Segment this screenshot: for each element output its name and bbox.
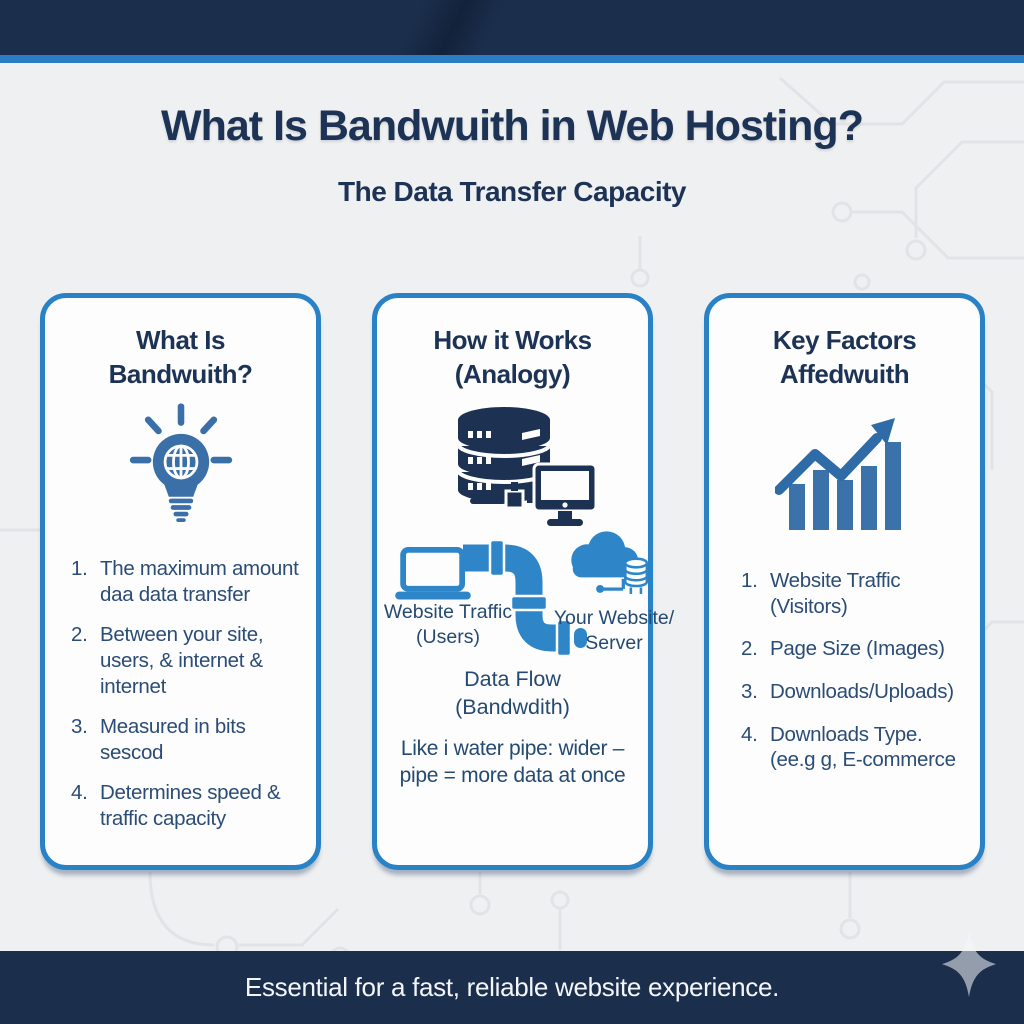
item-text: Between your site, users, & internet & i…	[100, 623, 264, 698]
water-pipe-icon	[463, 541, 587, 656]
list-item: 1. The maximum amount daa data transfer	[71, 556, 304, 607]
bandwidth-definition-list: 1. The maximum amount daa data transfer …	[71, 556, 304, 847]
item-text: Downloads Type. (ee.g g, E-commerce	[770, 722, 956, 772]
item-number: 1.	[71, 557, 88, 580]
item-number: 3.	[71, 715, 88, 739]
item-number: 4.	[71, 781, 88, 805]
list-item: 4. Downloads Type. (ee.g g, E-commerce	[741, 722, 968, 773]
item-text: Measured in bits sescod	[100, 715, 246, 764]
page-subtitle: The Data Transfer Capacity	[337, 176, 687, 207]
flow-label: Data Flow (Bandwdith)	[455, 667, 570, 719]
card-title: What Is Bandwuith?	[108, 325, 253, 390]
footer-band: Essential for a fast, reliable website e…	[0, 951, 1024, 1024]
list-item: 2. Between your site, users, & internet …	[71, 622, 304, 699]
list-item: 1. Website Traffic (Visitors)	[741, 568, 968, 619]
right-label: Your Website/ Server	[553, 607, 675, 654]
item-number: 1.	[741, 569, 758, 592]
item-text: Downloads/Uploads)	[770, 679, 954, 703]
list-item: 3. Downloads/Uploads)	[741, 679, 968, 705]
header-band	[0, 0, 1024, 55]
item-text: Page Size (Images)	[770, 637, 945, 661]
item-number: 2.	[71, 623, 88, 647]
list-item: 4. Determines speed & traffic capacity	[71, 780, 304, 831]
item-number: 4.	[741, 722, 758, 746]
header-sheen	[360, 0, 540, 55]
footer-text: Essential for a fast, reliable website e…	[244, 972, 780, 1002]
accent-strip	[0, 55, 1024, 63]
sparkle-star-icon	[941, 931, 997, 997]
bar-chart-growth-icon	[774, 418, 901, 530]
server-monitor-icon	[455, 407, 596, 526]
analogy-note: Like i water pipe: wider – pipe = more d…	[399, 737, 626, 787]
card-what-is-bandwidth: What Is Bandwuith? 1. The maximum amount…	[40, 293, 321, 870]
list-item: 3. Measured in bits sescod	[71, 714, 304, 765]
item-number: 2.	[741, 637, 758, 661]
card-title: How it Works (Analogy)	[433, 325, 592, 390]
card-key-factors: Key Factors Affedwuith 1. Website Traffi…	[704, 293, 985, 870]
card-title: Key Factors Affedwuith	[772, 325, 917, 390]
cloud-database-icon	[571, 531, 649, 594]
item-text: The maximum amount daa data transfer	[100, 557, 299, 606]
laptop-icon	[395, 547, 471, 600]
page-title: What Is Bandwuith in Web Hosting?	[161, 102, 864, 150]
item-number: 3.	[741, 679, 758, 703]
lightbulb-globe-icon	[129, 403, 232, 523]
item-text: Website Traffic (Visitors)	[770, 569, 901, 618]
card-how-it-works: How it Works (Analogy)	[372, 293, 674, 870]
item-text: Determines speed & traffic capacity	[100, 781, 281, 830]
key-factors-list: 1. Website Traffic (Visitors) 2. Page Si…	[741, 568, 968, 790]
list-item: 2. Page Size (Images)	[741, 636, 968, 662]
left-label: Website Traffic (Users)	[383, 601, 513, 648]
